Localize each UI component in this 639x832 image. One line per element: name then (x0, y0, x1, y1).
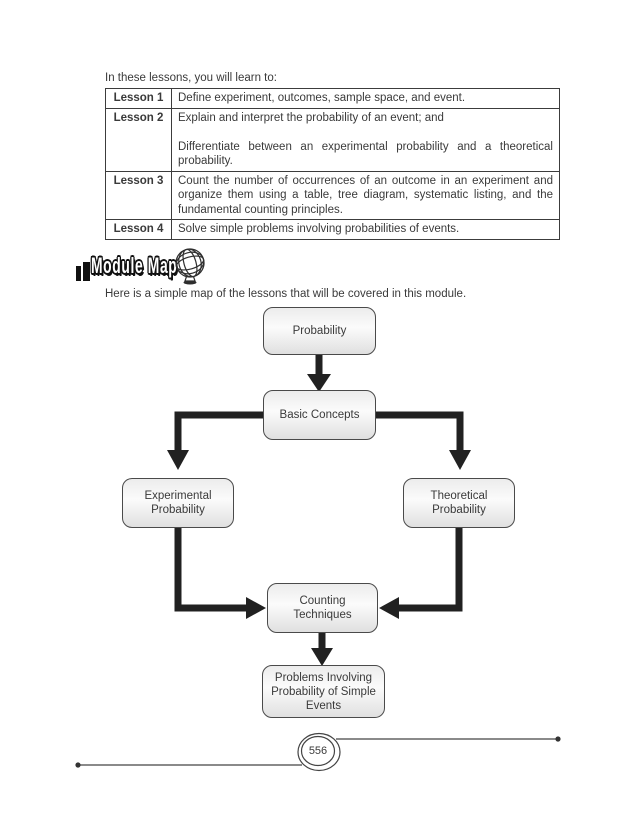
table-row: Lesson 3 Count the number of occurrences… (105, 170, 560, 220)
lesson-label: Lesson 1 (105, 88, 172, 109)
node-counting-techniques: Counting Techniques (267, 583, 378, 633)
table-row: Lesson 4 Solve simple problems involving… (105, 219, 560, 240)
connector-theoretical-to-counting (379, 526, 463, 619)
logo-bar-large (83, 262, 90, 281)
lesson-paragraph: Explain and interpret the probability of… (178, 111, 444, 124)
lesson-label: Lesson 3 (105, 170, 172, 220)
node-theoretical-probability: Theoretical Probability (403, 478, 515, 528)
connector-probability-to-basic (307, 355, 331, 392)
lesson-paragraph: Count the number of occurrences of an ou… (178, 174, 553, 216)
node-basic-concepts: Basic Concepts (263, 390, 376, 440)
module-map-heading-fill: Module Map (91, 253, 178, 278)
table-row: Lesson 1 Define experiment, outcomes, sa… (105, 88, 560, 109)
connector-basic-to-experimental (167, 411, 264, 470)
table-row: Lesson 2 Explain and interpret the proba… (105, 107, 560, 172)
node-problems-simple-events: Problems Involving Probability of Simple… (262, 665, 385, 718)
module-map-caption: Here is a simple map of the lessons that… (105, 288, 467, 300)
module-map-heading: Module Map Module Map (91, 253, 231, 283)
footer-dot-left (75, 762, 81, 768)
lesson-description: Solve simple problems involving probabil… (171, 219, 560, 240)
connector-basic-to-theoretical (375, 411, 471, 470)
logo-bar-small (76, 266, 81, 281)
lesson-label: Lesson 2 (105, 107, 172, 172)
lesson-paragraph: Differentiate between an experimental pr… (178, 140, 553, 168)
lesson-label: Lesson 4 (105, 219, 172, 240)
lesson-description: Count the number of occurrences of an ou… (171, 170, 560, 220)
node-probability: Probability (263, 307, 376, 355)
lesson-description: Explain and interpret the probability of… (171, 107, 560, 172)
node-experimental-probability: Experimental Probability (122, 478, 234, 528)
intro-text: In these lessons, you will learn to: (105, 72, 277, 84)
footer-dot-right (555, 736, 561, 742)
lessons-table: Lesson 1 Define experiment, outcomes, sa… (105, 88, 560, 240)
module-map-heading-outline: Module Map (91, 253, 178, 278)
connector-counting-to-problems (311, 632, 333, 666)
page-number: 556 (308, 745, 328, 757)
lesson-description: Define experiment, outcomes, sample spac… (171, 88, 560, 109)
connector-experimental-to-counting (174, 526, 266, 619)
